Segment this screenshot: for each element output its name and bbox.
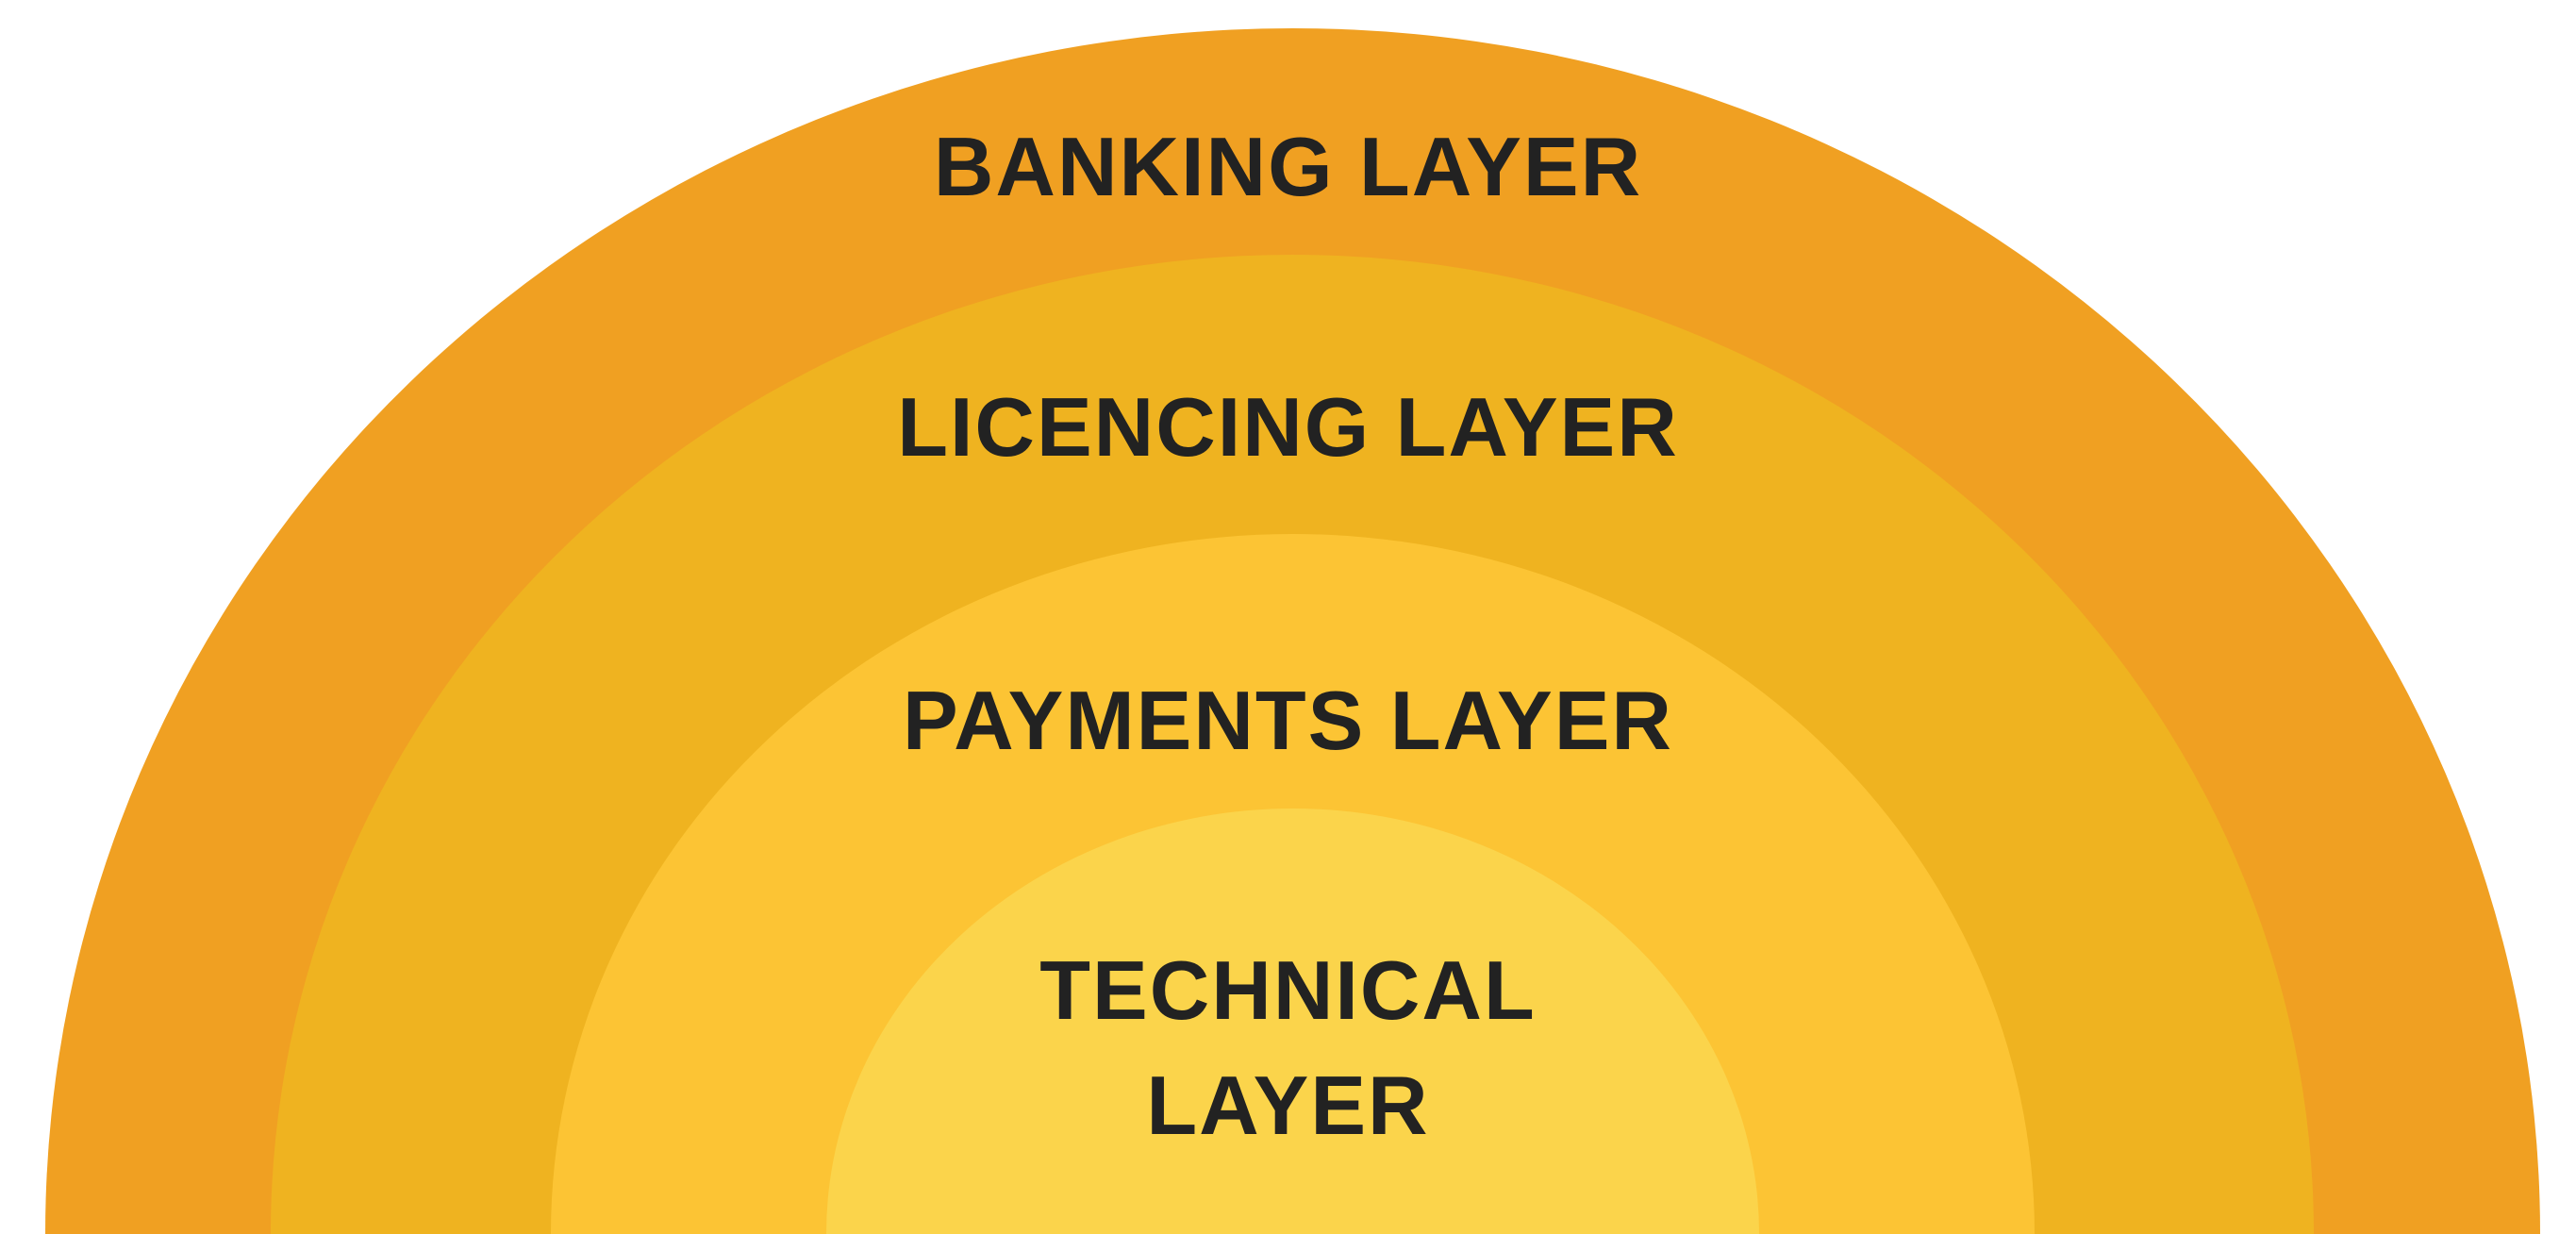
technical-layer-label-line1: TECHNICAL	[1039, 943, 1537, 1037]
technical-layer-label-line2: LAYER	[1146, 1059, 1430, 1152]
payments-layer-label: PAYMENTS LAYER	[903, 674, 1673, 767]
banking-layer-label: BANKING LAYER	[933, 120, 1643, 213]
licencing-layer-label: LICENCING LAYER	[897, 380, 1679, 474]
